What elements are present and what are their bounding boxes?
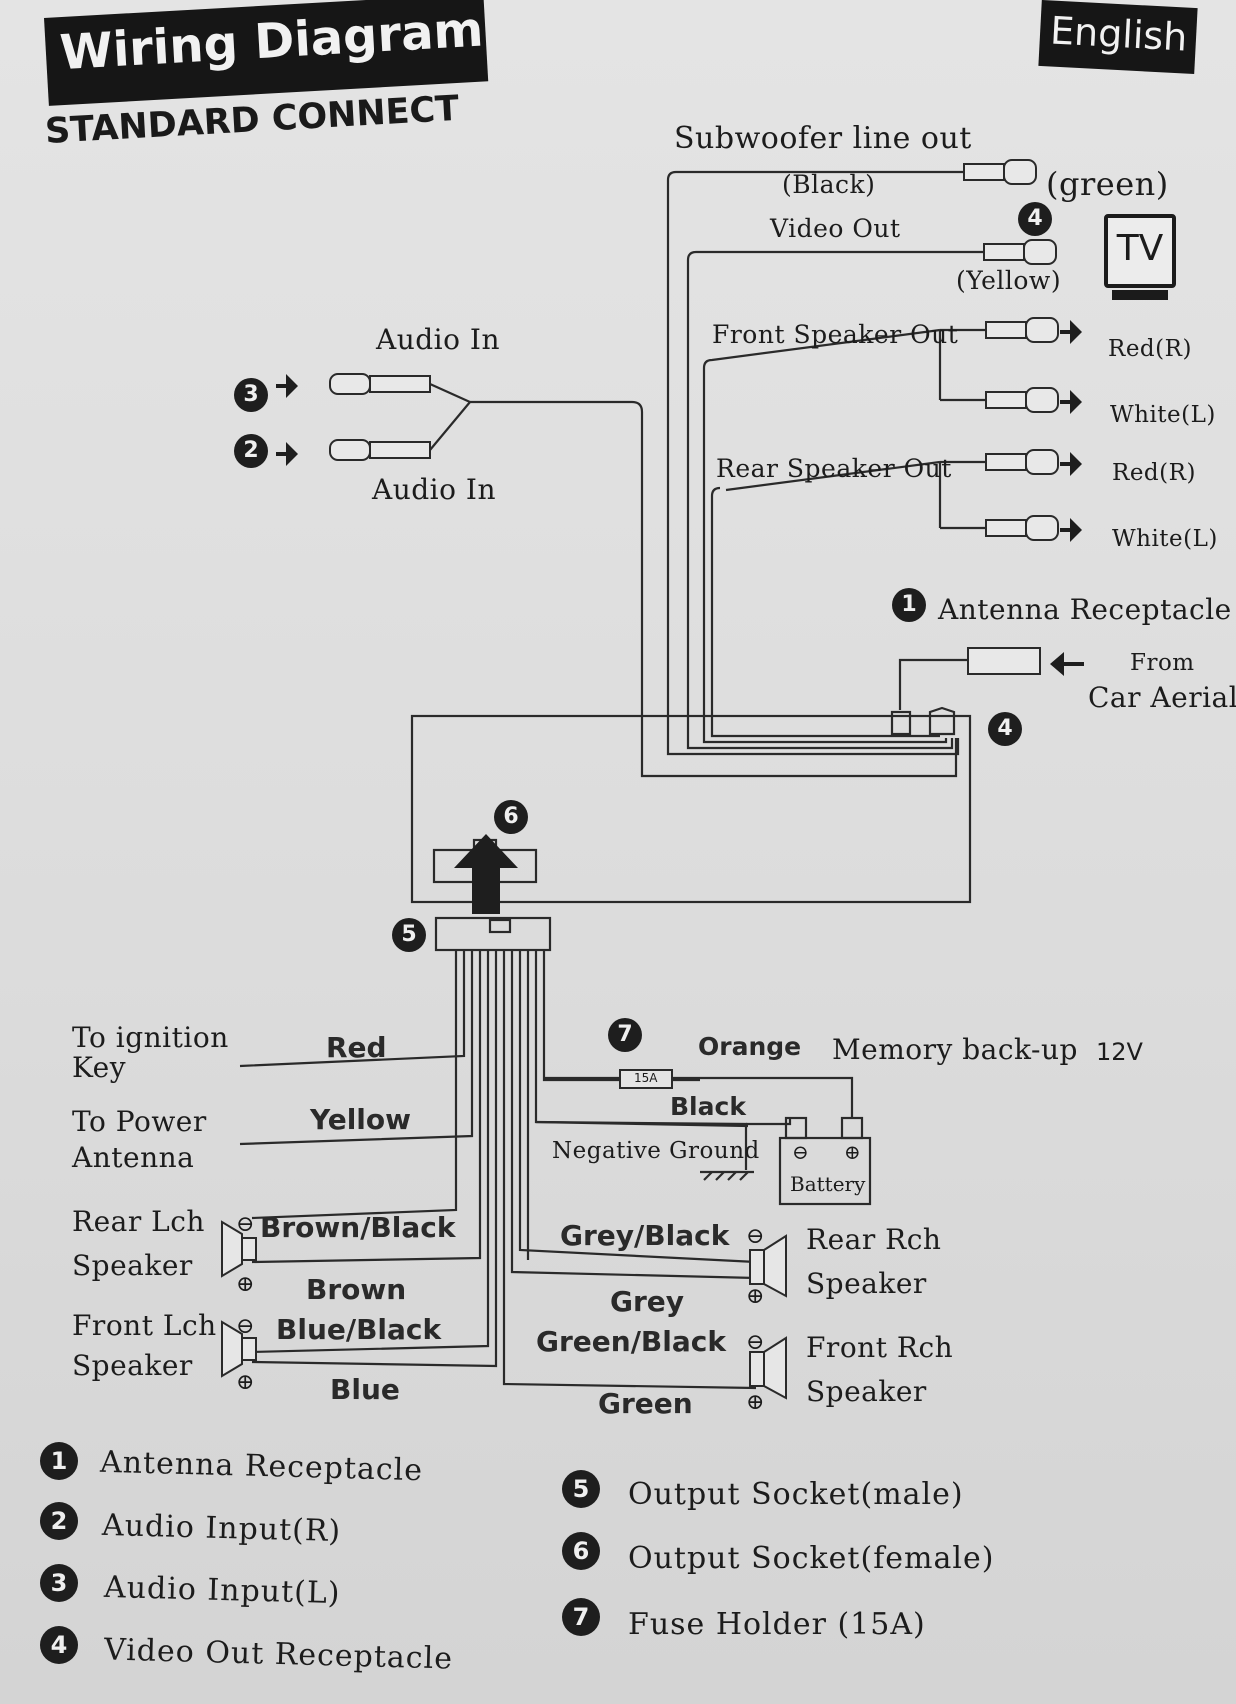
negative-ground-label: Negative Ground (552, 1138, 760, 1164)
language-label: English (1049, 8, 1189, 60)
rear-rch-plus-icon: ⊕ (746, 1284, 765, 1309)
legend-text-1: Antenna Receptacle (99, 1444, 424, 1489)
legend-text-5: Output Socket(male) (628, 1477, 964, 1512)
battery-minus-icon: ⊖ (792, 1140, 809, 1164)
green-black-wire-label: Green/Black (536, 1325, 726, 1358)
audio-in-bottom-label: Audio In (372, 473, 496, 506)
rear-speaker-out-label: Rear Speaker Out (716, 454, 952, 483)
green-label: (green) (1046, 165, 1169, 203)
rear-lch-plus-icon: ⊕ (236, 1272, 255, 1297)
rear-rch-minus-icon: ⊖ (746, 1224, 765, 1249)
front-lch-label-2: Speaker (72, 1349, 193, 1382)
legend-badge-7: 7 (562, 1598, 600, 1636)
front-rch-plus-icon: ⊕ (746, 1390, 765, 1415)
brown-black-wire-label: Brown/Black (260, 1211, 456, 1244)
front-rch-label-1: Front Rch (806, 1331, 954, 1364)
to-ignition-label-1: To ignition (72, 1021, 229, 1054)
legend-badge-4: 4 (40, 1626, 78, 1664)
green-wire-label: Green (598, 1387, 693, 1420)
front-lch-label-1: Front Lch (72, 1309, 217, 1342)
legend-text-4: Video Out Receptacle (103, 1632, 454, 1677)
blue-wire-label: Blue (330, 1373, 400, 1406)
language-banner: English (1038, 0, 1198, 75)
tv-label: TV (1116, 228, 1164, 269)
rear-rch-label-2: Speaker (806, 1267, 927, 1300)
rear-lch-label-1: Rear Lch (72, 1205, 205, 1238)
head-unit-outline (410, 714, 972, 904)
grey-wire-label: Grey (610, 1285, 685, 1318)
memory-backup-label: Memory back-up (832, 1033, 1078, 1066)
front-lch-minus-icon: ⊖ (236, 1314, 255, 1339)
black-wire-label: Black (670, 1092, 746, 1121)
video-out-label: Video Out (770, 214, 901, 243)
legend-text-6: Output Socket(female) (628, 1541, 995, 1576)
orange-wire-label: Orange (698, 1032, 802, 1061)
yellow-label: (Yellow) (956, 266, 1062, 295)
badge-2: 2 (234, 434, 268, 468)
badge-3: 3 (234, 378, 268, 412)
battery-plus-icon: ⊕ (844, 1140, 861, 1164)
legend-badge-3: 3 (40, 1564, 78, 1602)
legend-badge-2: 2 (40, 1502, 78, 1540)
front-rch-label-2: Speaker (806, 1375, 927, 1408)
voltage-label: 12V (1096, 1038, 1143, 1066)
badge-7: 7 (608, 1018, 642, 1052)
to-ignition-label-2: Key (72, 1051, 127, 1084)
rear-red-r-label: Red(R) (1112, 460, 1196, 486)
badge-1: 1 (892, 588, 926, 622)
rear-lch-label-2: Speaker (72, 1249, 193, 1282)
fuse-label: 15A (634, 1071, 658, 1085)
car-aerial-label: Car Aerial (1088, 681, 1236, 714)
brown-wire-label: Brown (306, 1273, 407, 1306)
badge-6: 6 (494, 800, 528, 834)
black-label: (Black) (782, 170, 876, 199)
badge-4-unit: 4 (988, 712, 1022, 746)
legend-badge-6: 6 (562, 1532, 600, 1570)
battery-label: Battery (790, 1172, 866, 1196)
legend-badge-1: 1 (40, 1442, 78, 1480)
red-wire-label: Red (326, 1031, 387, 1064)
rear-rch-label-1: Rear Rch (806, 1223, 942, 1256)
to-power-label-1: To Power (72, 1105, 207, 1138)
front-speaker-out-label: Front Speaker Out (712, 320, 959, 349)
legend-text-7: Fuse Holder (15A) (628, 1607, 926, 1642)
to-power-label-2: Antenna (72, 1141, 195, 1174)
blue-black-wire-label: Blue/Black (276, 1313, 442, 1346)
tv-icon: TV (1104, 214, 1176, 300)
antenna-receptacle-label: Antenna Receptacle (938, 593, 1232, 626)
rear-lch-minus-icon: ⊖ (236, 1212, 255, 1237)
subwoofer-label: Subwoofer line out (674, 121, 972, 156)
page-title: Wiring Diagram (58, 1, 485, 82)
front-rch-minus-icon: ⊖ (746, 1330, 765, 1355)
legend-text-2: Audio Input(R) (101, 1507, 342, 1550)
front-red-r-label: Red(R) (1108, 336, 1192, 362)
front-white-l-label: White(L) (1110, 402, 1216, 428)
grey-black-wire-label: Grey/Black (560, 1219, 730, 1252)
front-lch-plus-icon: ⊕ (236, 1370, 255, 1395)
legend-text-3: Audio Input(L) (103, 1569, 341, 1612)
badge-4-top: 4 (1018, 202, 1052, 236)
legend-badge-5: 5 (562, 1470, 600, 1508)
rear-white-l-label: White(L) (1112, 526, 1218, 552)
audio-in-top-label: Audio In (376, 323, 500, 356)
yellow-wire-label: Yellow (310, 1103, 411, 1136)
badge-5: 5 (392, 918, 426, 952)
from-label: From (1130, 650, 1195, 676)
